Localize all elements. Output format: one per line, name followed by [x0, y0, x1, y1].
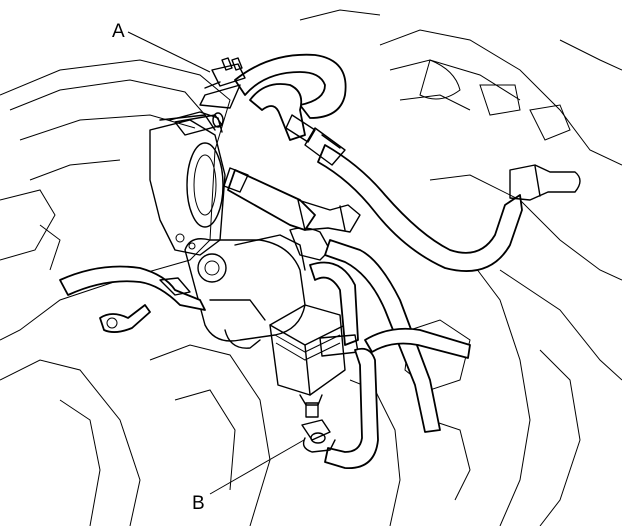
hose-clamp-a — [211, 57, 246, 87]
callout-label-b: B — [192, 493, 205, 514]
callout-leader-a — [127, 31, 211, 73]
left-fuel-line — [59, 265, 206, 333]
throttle-body — [149, 111, 226, 256]
evap-canister — [269, 304, 346, 418]
upper-evap-hose — [234, 53, 581, 272]
callout-leader-b — [209, 439, 305, 495]
engine-background-outline — [0, 9, 622, 526]
purge-valve — [184, 227, 331, 349]
hose-clamp-b — [301, 419, 336, 453]
lower-evap-pipe — [324, 239, 471, 469]
middle-evap-hose — [223, 167, 361, 357]
callout-label-a: A — [112, 21, 125, 42]
hose-fitting-a — [174, 81, 241, 136]
